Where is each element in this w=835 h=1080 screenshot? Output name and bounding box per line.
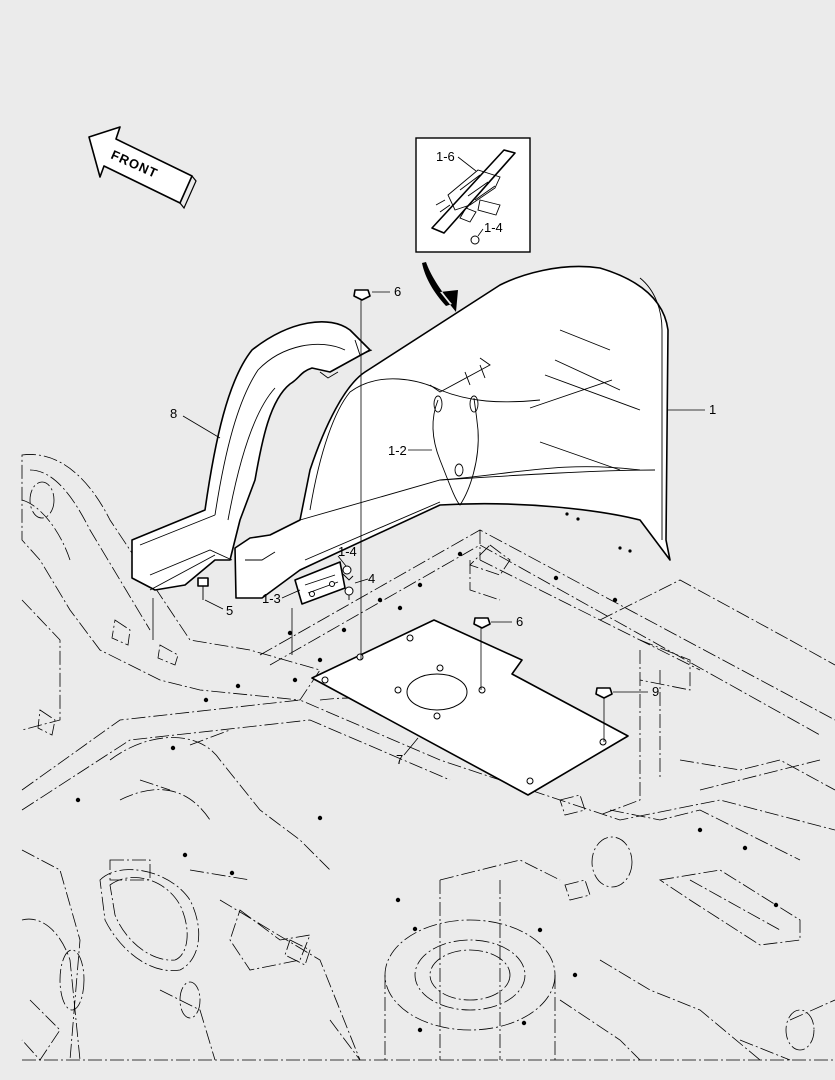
callout-6-top: 6: [394, 284, 401, 299]
frame-holes: [75, 551, 779, 1033]
front-direction-arrow: FRONT: [88, 126, 197, 210]
callouts: 6 1 8 1-2 1-4 4 1-3 5 6 9 7: [170, 284, 716, 767]
part-8-side-shield: [131, 321, 373, 591]
fastener-4: [344, 586, 354, 600]
bolt-6-top: [353, 289, 371, 660]
callout-5: 5: [226, 603, 233, 618]
callout-1: 1: [709, 402, 716, 417]
part-7-floor-plate: [311, 619, 629, 796]
callout-1-4: 1-4: [338, 544, 357, 559]
fastener-1-4: [342, 565, 354, 581]
bolt-6-mid: [473, 617, 491, 690]
callout-9: 9: [652, 684, 659, 699]
callout-4: 4: [368, 571, 375, 586]
fastener-5: [197, 577, 209, 600]
part-1-3-hinge: [294, 561, 346, 605]
callout-1-2: 1-2: [388, 443, 407, 458]
inset-pointer-arrow: [422, 262, 458, 312]
callout-7: 7: [396, 752, 403, 767]
bolt-9: [595, 687, 613, 742]
part-1-main-cover: [234, 265, 671, 599]
base-frame-phantom: [21, 454, 835, 1061]
callout-8: 8: [170, 406, 177, 421]
callout-6-mid: 6: [516, 614, 523, 629]
callout-1-3: 1-3: [262, 591, 281, 606]
detail-inset: 1-6 1-4: [415, 137, 531, 253]
inset-label-1-6: 1-6: [436, 149, 455, 164]
inset-label-1-4: 1-4: [484, 220, 503, 235]
